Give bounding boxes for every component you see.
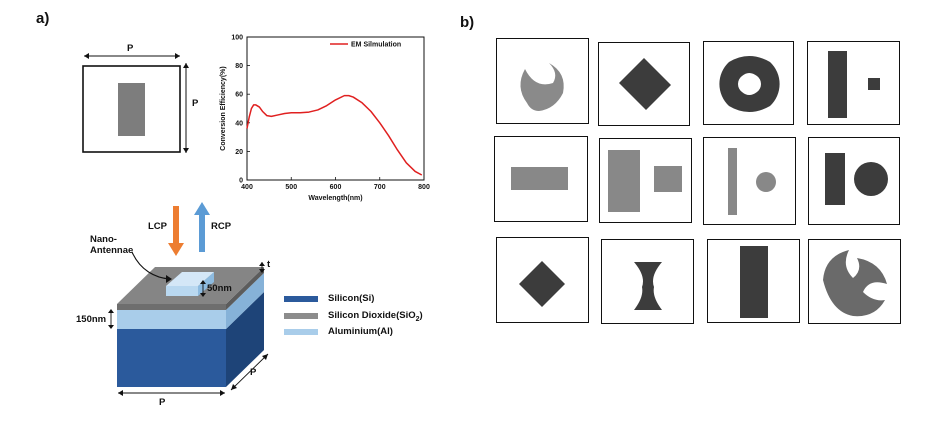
rcp-arrow <box>194 202 210 252</box>
top-view-nano-antenna <box>118 83 145 136</box>
y-tick-label-1: 20 <box>235 149 243 156</box>
meta-atom-cell-4 <box>807 41 900 125</box>
silicon-side-face <box>226 292 264 387</box>
y-tick-label-2: 40 <box>235 120 243 127</box>
shape-diamond <box>519 261 565 307</box>
x-tick-label-4: 800 <box>418 184 430 191</box>
top-view-period-label-x: P <box>127 43 134 54</box>
oxide-front-face <box>117 310 226 329</box>
legend-silicon: Silicon(Si) <box>284 293 374 304</box>
shape-horizontal-bar <box>511 167 568 190</box>
meta-atom-cell-12 <box>808 239 901 324</box>
legend-label-0: EM Silmulation <box>351 42 401 49</box>
meta-atom-cell-11 <box>707 239 800 323</box>
lcp-arrow <box>168 206 184 256</box>
legend-oxide: Silicon Dioxide(SiO2) <box>284 310 423 323</box>
x-axis-label: Wavelength(nm) <box>308 195 362 202</box>
shape-tall-bar <box>828 51 847 118</box>
shape-large-circle <box>854 162 888 196</box>
y-tick-label-0: 0 <box>239 178 243 185</box>
shape-thin-bar <box>728 148 737 215</box>
legend-oxide-label: Silicon Dioxide(SiO2) <box>328 310 423 323</box>
y-tick-label-3: 60 <box>235 92 243 99</box>
oxide-side-face <box>226 273 264 329</box>
x-tick-label-3: 700 <box>374 184 386 191</box>
oxide-thickness-label: 150nm <box>76 314 107 325</box>
legend-silicon-label: Silicon(Si) <box>328 293 375 304</box>
shape-split-disk <box>719 56 780 112</box>
legend-aluminium: Aluminium(Al) <box>284 326 393 337</box>
legend-oxide-swatch <box>284 313 318 320</box>
shape-crescent-small <box>520 63 564 111</box>
top-view-period-label-y: P <box>192 98 199 109</box>
lcp-label: LCP <box>148 221 167 232</box>
antenna-front <box>166 286 198 296</box>
shape-square <box>654 166 682 192</box>
meta-atom-cell-9 <box>496 237 589 323</box>
antenna-label-text: Nano-Antennae <box>90 234 134 256</box>
top-view-period-arrow-vertical <box>183 63 189 153</box>
meta-atom-cell-5 <box>494 136 588 222</box>
antenna-label: Nano-Antennae <box>90 234 150 256</box>
y-tick-label-5: 100 <box>231 35 243 42</box>
series-line-0 <box>246 94 423 176</box>
silicon-front-face <box>117 329 226 387</box>
shape-wide-bar <box>740 246 768 318</box>
shape-rotated-rectangle <box>619 58 671 110</box>
shape-small-circle <box>756 172 776 192</box>
meta-atom-cell-7 <box>703 137 796 225</box>
x-tick-label-1: 500 <box>285 184 297 191</box>
legend-aluminium-label: Aluminium(Al) <box>328 326 393 337</box>
legend-oxide-subscript: 2 <box>415 315 420 323</box>
top-view-period-arrow-horizontal <box>84 53 180 59</box>
meta-atom-cell-2 <box>598 42 690 126</box>
meta-atom-cell-6 <box>599 138 692 223</box>
panel-b-label: b) <box>460 14 475 31</box>
meta-atom-cell-10 <box>601 239 694 324</box>
x-tick-label-0: 400 <box>241 184 253 191</box>
antenna-height-label: 50nm <box>207 283 232 294</box>
top-layer-front-face <box>117 304 226 310</box>
structure-period-label-x: P <box>159 397 166 408</box>
shape-small-square <box>868 78 880 90</box>
top-layer-side-face <box>226 267 264 310</box>
shape-bowtie-concave <box>634 262 662 310</box>
meta-atom-cell-1 <box>496 38 589 124</box>
shape-large-bar <box>608 150 640 212</box>
x-tick-label-2: 600 <box>330 184 342 191</box>
legend-oxide-text: Silicon Dioxide(SiO <box>328 310 416 321</box>
legend-aluminium-swatch <box>284 328 318 335</box>
structure-period-label-y: P <box>250 367 257 378</box>
legend-silicon-swatch <box>284 295 318 302</box>
thickness-label: t <box>267 259 271 270</box>
y-tick-label-4: 80 <box>235 63 243 70</box>
rcp-label: RCP <box>211 221 232 232</box>
meta-atom-cell-3 <box>703 41 794 125</box>
panel-a-label: a) <box>36 10 50 27</box>
shape-dark-bar <box>825 153 845 205</box>
shape-crescent-large <box>823 250 887 317</box>
meta-atom-cell-8 <box>808 137 900 225</box>
legend-oxide-suffix: ) <box>419 310 423 321</box>
y-axis-label: Conversion Efficiency(%) <box>220 66 227 150</box>
